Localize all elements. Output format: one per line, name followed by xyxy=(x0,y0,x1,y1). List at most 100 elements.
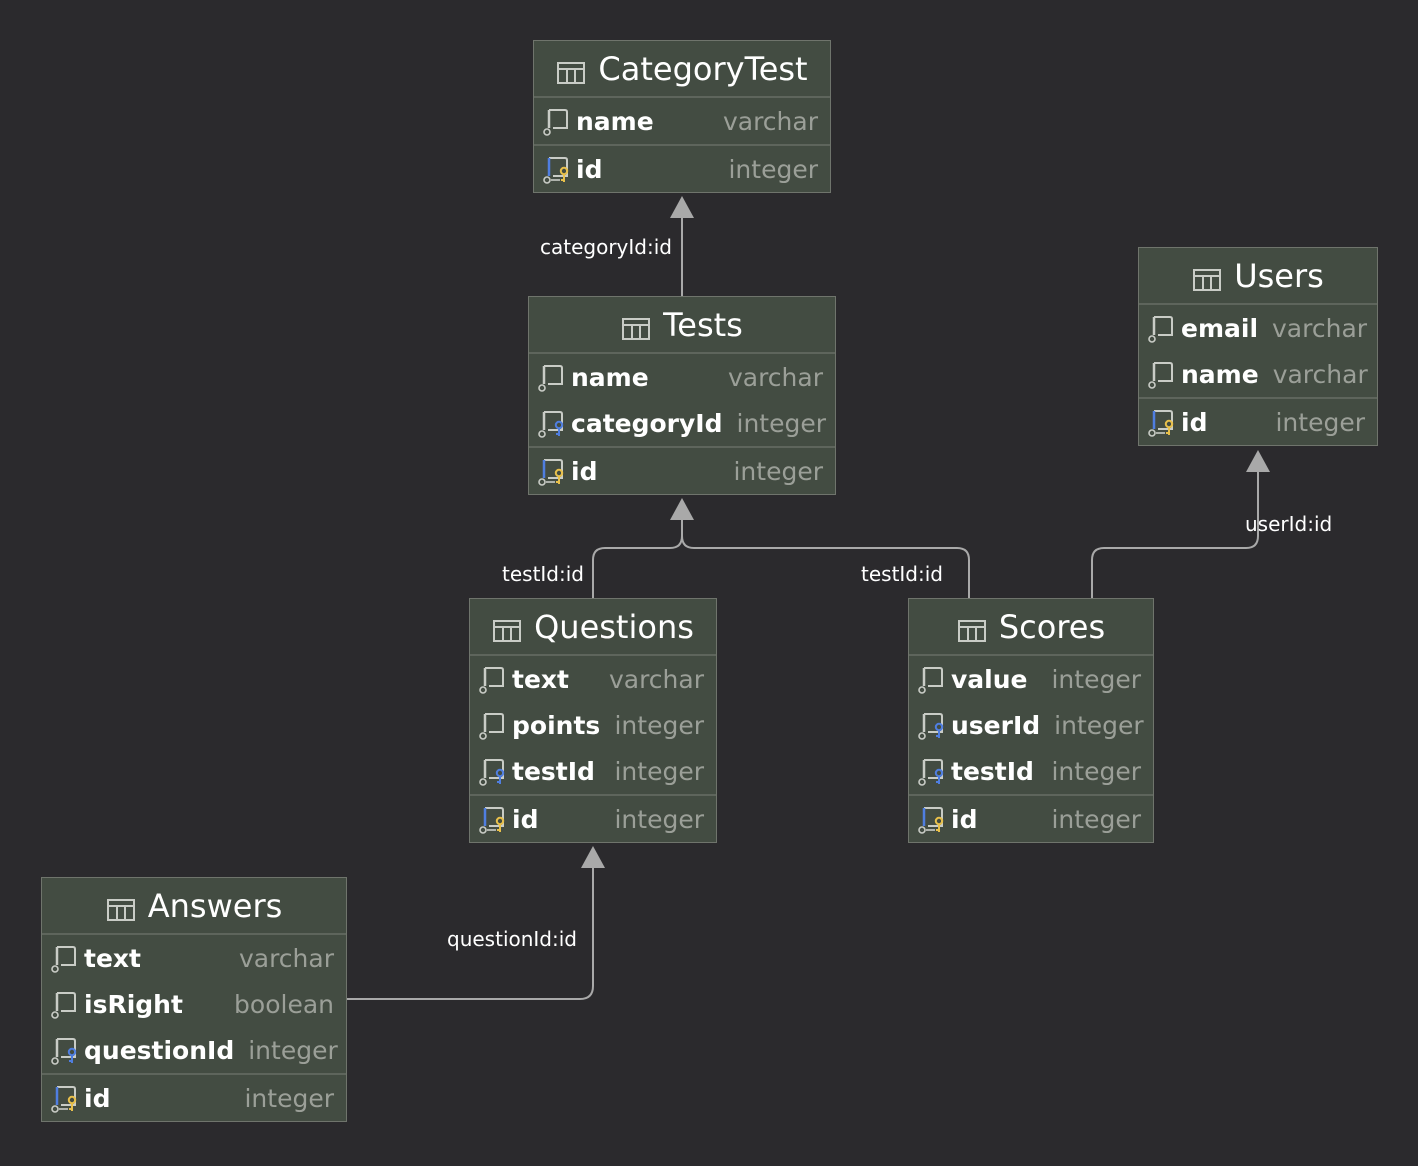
table-header[interactable]: Users xyxy=(1139,248,1377,305)
table-icon xyxy=(492,614,522,642)
column-name: name xyxy=(576,106,654,136)
column-type: integer xyxy=(728,154,818,184)
edge-label-score-testid: testId:id xyxy=(861,562,943,586)
column-row-testid[interactable]: testId integer xyxy=(470,748,716,794)
column-row-name[interactable]: name varchar xyxy=(529,354,835,400)
edge-label-questionid: questionId:id xyxy=(447,927,577,951)
column-name: id xyxy=(1181,407,1208,437)
column-type: integer xyxy=(1051,804,1141,834)
column-row-isright[interactable]: isRight boolean xyxy=(42,981,346,1027)
column-name: categoryId xyxy=(571,408,723,438)
column-type: integer xyxy=(736,408,827,438)
edge-label-question-testid: testId:id xyxy=(502,562,584,586)
column-type: integer xyxy=(1051,664,1141,694)
column-name: id xyxy=(571,456,598,486)
column-name: isRight xyxy=(84,989,183,1019)
primary-key-column-icon xyxy=(542,154,572,184)
table-header[interactable]: Tests xyxy=(529,297,835,354)
column-name: text xyxy=(84,943,141,973)
primary-key-column-icon xyxy=(1147,407,1177,437)
table-title: Tests xyxy=(663,305,743,344)
column-name: name xyxy=(1181,359,1259,389)
table-header[interactable]: Questions xyxy=(470,599,716,656)
column-type: integer xyxy=(244,1083,334,1113)
column-type: integer xyxy=(614,756,704,786)
table-title: Questions xyxy=(534,607,694,646)
column-row-points[interactable]: points integer xyxy=(470,702,716,748)
column-type: varchar xyxy=(722,106,818,136)
column-type: integer xyxy=(733,456,823,486)
column-row-categoryid[interactable]: categoryId integer xyxy=(529,400,835,446)
table-users[interactable]: Users email varchar name varchar id integer xyxy=(1138,247,1378,446)
table-icon xyxy=(621,312,651,340)
primary-key-column-icon xyxy=(478,804,508,834)
column-row-id[interactable]: id integer xyxy=(1139,397,1377,445)
column-type: varchar xyxy=(1272,359,1368,389)
column-type: integer xyxy=(248,1035,338,1065)
table-header[interactable]: CategoryTest xyxy=(534,41,830,98)
arrowhead-categorytest xyxy=(670,196,694,218)
column-row-id[interactable]: id integer xyxy=(534,144,830,192)
column-row-name[interactable]: name varchar xyxy=(1139,351,1377,397)
table-icon xyxy=(556,56,586,84)
column-name: testId xyxy=(512,756,595,786)
column-icon xyxy=(542,106,572,136)
column-name: id xyxy=(512,804,539,834)
table-title: Answers xyxy=(147,886,283,925)
foreign-key-column-icon xyxy=(917,710,947,740)
table-categorytest[interactable]: CategoryTest name varchar id integer xyxy=(533,40,831,193)
edge-scores-tests[interactable] xyxy=(681,518,970,598)
column-icon xyxy=(50,989,80,1019)
edge-questions-tests[interactable] xyxy=(592,518,683,598)
column-name: email xyxy=(1181,313,1259,343)
table-header[interactable]: Scores xyxy=(909,599,1153,656)
edge-scores-users[interactable] xyxy=(1091,470,1259,598)
primary-key-column-icon xyxy=(537,456,567,486)
column-icon xyxy=(1147,313,1177,343)
column-type: integer xyxy=(1275,407,1365,437)
foreign-key-column-icon xyxy=(478,756,508,786)
column-name: questionId xyxy=(84,1035,235,1065)
table-icon xyxy=(957,614,987,642)
primary-key-column-icon xyxy=(50,1083,80,1113)
column-name: value xyxy=(951,664,1028,694)
column-row-text[interactable]: text varchar xyxy=(42,935,346,981)
column-type: integer xyxy=(1054,710,1144,740)
column-row-email[interactable]: email varchar xyxy=(1139,305,1377,351)
column-row-value[interactable]: value integer xyxy=(909,656,1153,702)
arrowhead-questions xyxy=(581,846,605,868)
column-icon xyxy=(1147,359,1177,389)
edge-answers-questions[interactable] xyxy=(346,868,594,1000)
foreign-key-column-icon xyxy=(50,1035,80,1065)
column-type: boolean xyxy=(234,989,334,1019)
column-type: varchar xyxy=(1272,313,1368,343)
table-header[interactable]: Answers xyxy=(42,878,346,935)
column-name: name xyxy=(571,362,649,392)
table-title: Users xyxy=(1234,256,1324,295)
column-row-userid[interactable]: userId integer xyxy=(909,702,1153,748)
column-name: id xyxy=(84,1083,111,1113)
column-row-id[interactable]: id integer xyxy=(529,446,835,494)
column-name: userId xyxy=(951,710,1041,740)
column-name: points xyxy=(512,710,601,740)
column-type: varchar xyxy=(727,362,823,392)
column-type: varchar xyxy=(238,943,334,973)
column-type: integer xyxy=(614,710,704,740)
column-icon xyxy=(50,943,80,973)
column-name: id xyxy=(576,154,603,184)
column-row-name[interactable]: name varchar xyxy=(534,98,830,144)
column-row-id[interactable]: id integer xyxy=(42,1073,346,1121)
column-icon xyxy=(537,362,567,392)
table-icon xyxy=(106,893,136,921)
foreign-key-column-icon xyxy=(917,756,947,786)
column-row-questionid[interactable]: questionId integer xyxy=(42,1027,346,1073)
